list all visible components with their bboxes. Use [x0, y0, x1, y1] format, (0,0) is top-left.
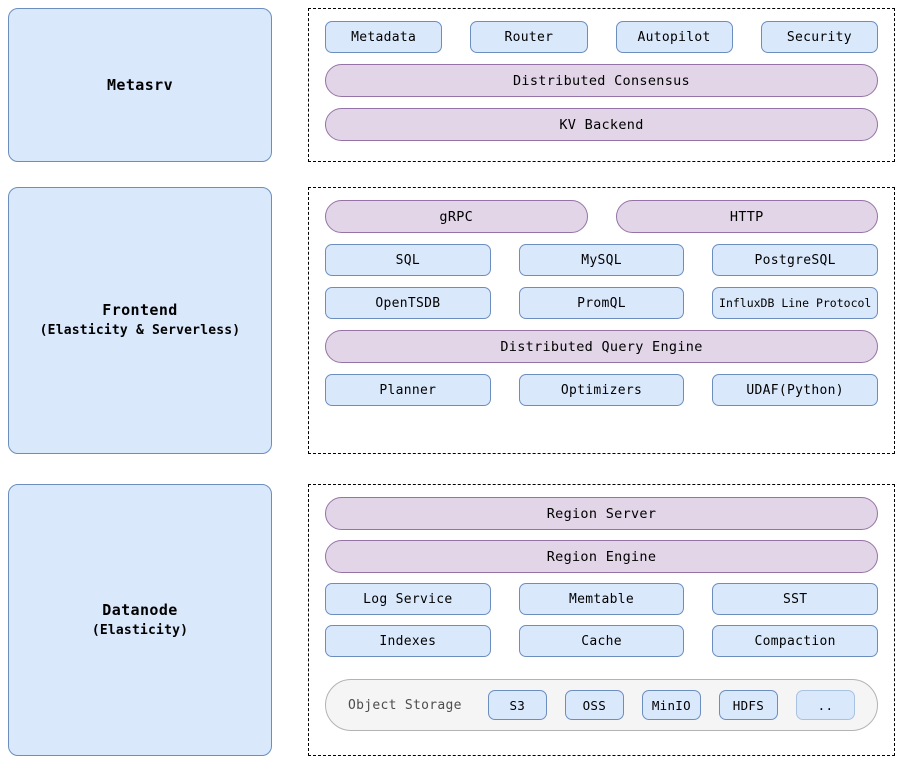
component-kv-backend[interactable]: KV Backend: [325, 108, 878, 141]
component-postgresql[interactable]: PostgreSQL: [712, 244, 879, 276]
object-storage-label: Object Storage: [348, 697, 462, 713]
component-sql[interactable]: SQL: [325, 244, 491, 276]
component-sst[interactable]: SST: [712, 583, 879, 615]
component-log-service[interactable]: Log Service: [325, 583, 491, 615]
component-indexes[interactable]: Indexes: [325, 625, 491, 657]
role-panel-datanode: Datanode (Elasticity): [8, 484, 272, 756]
component-optimizers[interactable]: Optimizers: [518, 374, 685, 406]
component-security[interactable]: Security: [760, 21, 878, 53]
frontend-interfaces-row-2: OpenTSDB PromQL InfluxDB Line Protocol: [325, 287, 879, 319]
frontend-row: Frontend (Elasticity & Serverless) gRPC …: [0, 187, 903, 454]
datanode-row: Datanode (Elasticity) Region Server Regi…: [0, 484, 903, 756]
component-router[interactable]: Router: [470, 21, 588, 53]
component-autopilot[interactable]: Autopilot: [615, 21, 733, 53]
frontend-component-container: gRPC HTTP SQL MySQL PostgreSQL OpenTSDB …: [308, 187, 895, 454]
datanode-storage-row-1: Log Service Memtable SST: [325, 583, 879, 615]
storage-backend-s3[interactable]: S3: [487, 690, 547, 720]
metasrv-row: Metasrv Metadata Router Autopilot Securi…: [0, 8, 903, 162]
datanode-storage-row-2: Indexes Cache Compaction: [325, 625, 879, 657]
component-cache[interactable]: Cache: [518, 625, 685, 657]
role-title-frontend: Frontend: [102, 301, 178, 319]
spacer: [325, 667, 878, 669]
component-influxdb-line-protocol[interactable]: InfluxDB Line Protocol: [712, 287, 879, 319]
metasrv-components-row: Metadata Router Autopilot Security: [325, 21, 878, 53]
role-panel-frontend: Frontend (Elasticity & Serverless): [8, 187, 272, 454]
role-subtitle-frontend: (Elasticity & Serverless): [39, 323, 241, 338]
frontend-engine-parts-row: Planner Optimizers UDAF(Python): [325, 374, 879, 406]
storage-backend-more[interactable]: ..: [795, 690, 856, 720]
component-mysql[interactable]: MySQL: [518, 244, 685, 276]
component-compaction[interactable]: Compaction: [712, 625, 879, 657]
component-promql[interactable]: PromQL: [518, 287, 685, 319]
storage-backend-minio[interactable]: MinIO: [641, 690, 701, 720]
component-grpc[interactable]: gRPC: [325, 200, 588, 233]
component-memtable[interactable]: Memtable: [518, 583, 685, 615]
component-region-engine[interactable]: Region Engine: [325, 540, 878, 573]
role-title-metasrv: Metasrv: [106, 75, 173, 94]
component-planner[interactable]: Planner: [325, 374, 491, 406]
role-panel-metasrv: Metasrv: [8, 8, 272, 162]
storage-backend-hdfs[interactable]: HDFS: [718, 690, 778, 720]
component-opentsdb[interactable]: OpenTSDB: [325, 287, 491, 319]
frontend-interfaces-row-1: SQL MySQL PostgreSQL: [325, 244, 879, 276]
role-title-datanode: Datanode: [102, 600, 178, 619]
datanode-component-container: Region Server Region Engine Log Service …: [308, 484, 895, 756]
component-metadata[interactable]: Metadata: [325, 21, 443, 53]
component-distributed-consensus[interactable]: Distributed Consensus: [325, 64, 878, 97]
storage-backend-oss[interactable]: OSS: [564, 690, 624, 720]
role-subtitle-datanode: (Elasticity): [91, 622, 189, 638]
component-http[interactable]: HTTP: [615, 200, 878, 233]
component-region-server[interactable]: Region Server: [325, 497, 878, 530]
object-storage-container: Object Storage S3 OSS MinIO HDFS ..: [325, 679, 878, 731]
metasrv-component-container: Metadata Router Autopilot Security Distr…: [308, 8, 895, 162]
component-udaf-python[interactable]: UDAF(Python): [712, 374, 879, 406]
frontend-protocols-row: gRPC HTTP: [325, 200, 878, 233]
component-distributed-query-engine[interactable]: Distributed Query Engine: [325, 330, 878, 363]
